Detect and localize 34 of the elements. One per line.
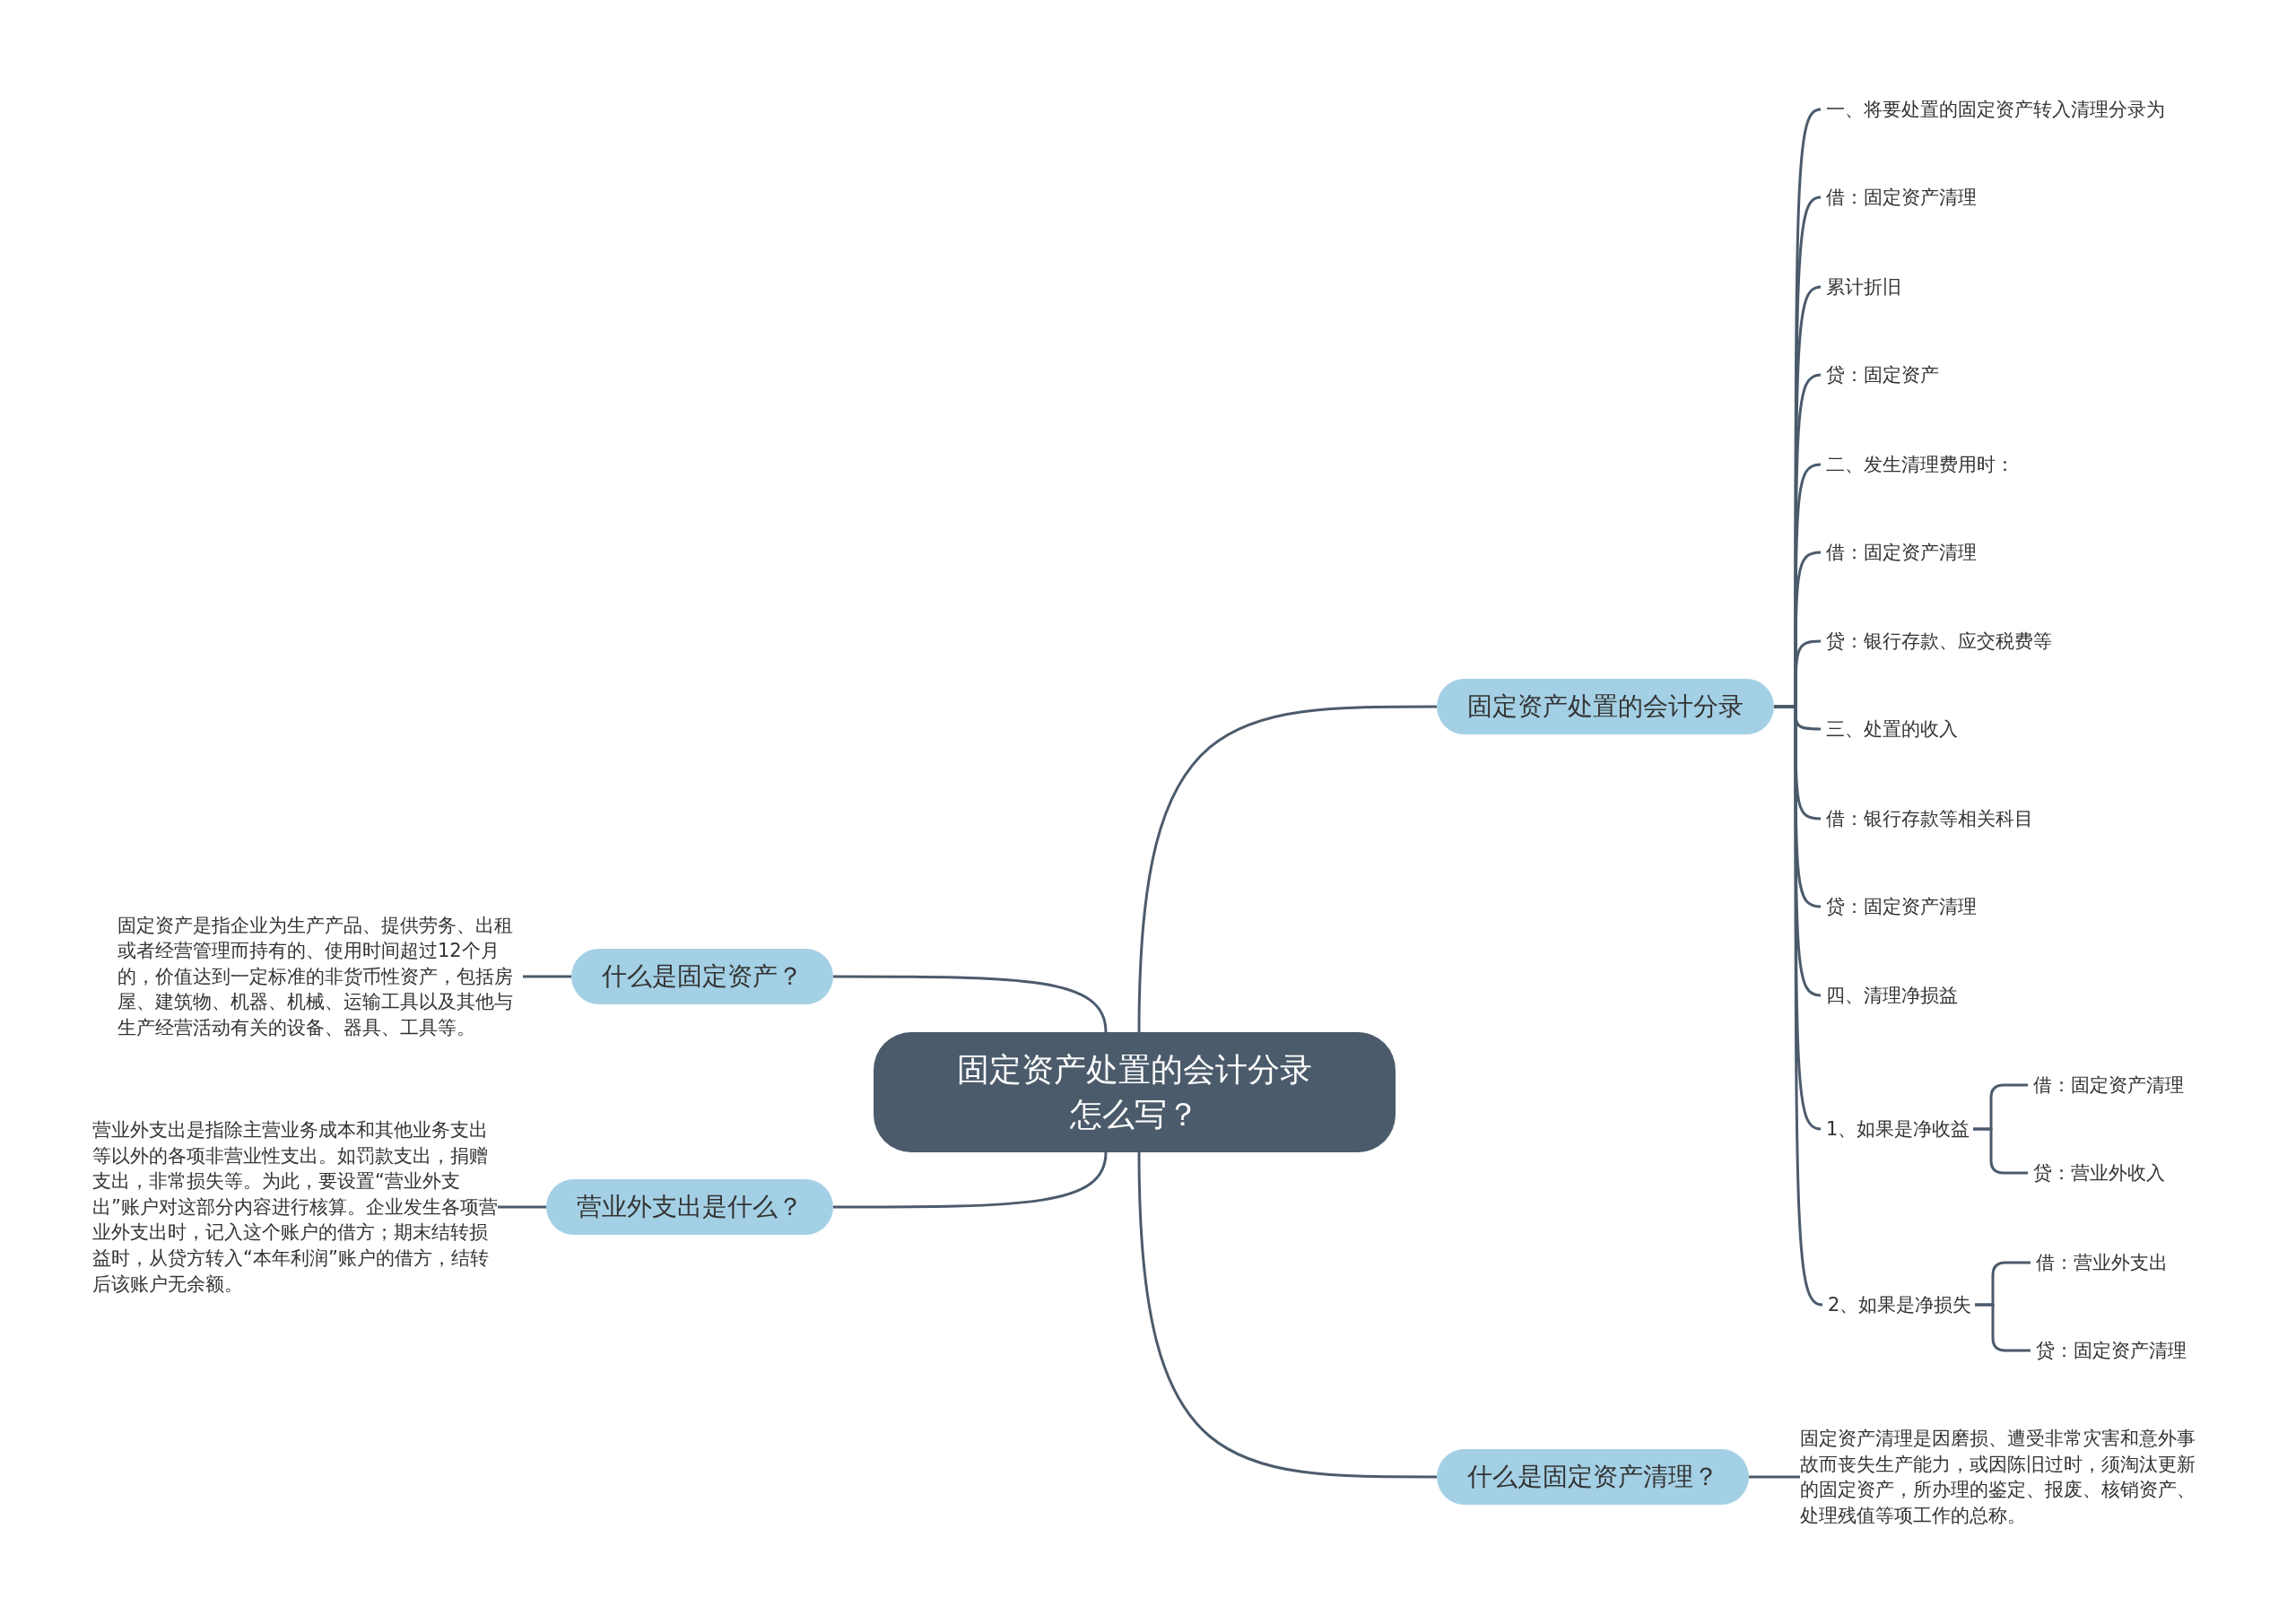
- branch-text: 借：银行存款等相关科目: [1826, 806, 2033, 831]
- branch-text: 二、发生清理费用时：: [1826, 452, 2014, 477]
- central-topic-box: 固定资产处置的会计分录怎么写？: [874, 1032, 1396, 1152]
- branch-text: 贷：固定资产清理: [1826, 894, 1977, 919]
- topic-box: 固定资产处置的会计分录: [1437, 679, 1774, 734]
- connector-line: [1137, 1151, 1437, 1479]
- connector-line: [833, 1151, 1108, 1209]
- topic-box: 什么是固定资产清理？: [1437, 1449, 1749, 1505]
- branch-text: 借：营业外支出: [2036, 1250, 2168, 1275]
- note-text: 固定资产是指企业为生产产品、提供劳务、出租或者经营管理而持有的、使用时间超过12个月的，价值达到一定标准的非货币性资产，包括房屋、建筑物、机器、机械、运输工具以及其他与生产经营活动有关的设备、器具、工具等。: [117, 912, 523, 1041]
- branch-text: 贷：固定资产清理: [2036, 1338, 2187, 1363]
- connector-line: [1137, 705, 1437, 1033]
- branch-text: 借：固定资产清理: [1826, 185, 1977, 210]
- branch-text: 贷：固定资产: [1826, 362, 1939, 387]
- branch-text: 2、如果是净损失: [1828, 1292, 1972, 1317]
- connector-line: [1975, 1303, 2031, 1352]
- branch-text: 三、处置的收入: [1826, 716, 1958, 742]
- connector-line: [1973, 1127, 2028, 1175]
- connector-line: [523, 975, 571, 978]
- branch-text: 1、如果是净收益: [1826, 1116, 1970, 1142]
- branch-text: 借：固定资产清理: [2033, 1073, 2184, 1098]
- branch-text: 一、将要处置的固定资产转入清理分录为: [1826, 97, 2165, 122]
- connector-line: [1749, 1475, 1800, 1479]
- topic-box: 营业外支出是什么？: [546, 1179, 833, 1235]
- branch-text: 四、清理净损益: [1826, 983, 1958, 1008]
- topic-box: 什么是固定资产？: [571, 949, 833, 1004]
- note-text: 营业外支出是指除主营业务成本和其他业务支出等以外的各项非营业性支出。如罚款支出，捐赠支出，非常损失等。为此，要设置“营业外支出”账户对这部分内容进行核算。企业发生各项营业外支出时，记入这个账户的借方；期末结转损益时，从贷方转入“本年利润”账户的借方，结转后该账户无余额。: [92, 1117, 498, 1298]
- branch-text: 借：固定资产清理: [1826, 540, 1977, 565]
- branch-text: 贷：营业外收入: [2033, 1160, 2165, 1185]
- note-text: 固定资产清理是因磨损、遭受非常灾害和意外事故而丧失生产能力，或因陈旧过时，须淘汰更新的固定资产，所办理的鉴定、报废、核销资产、处理残值等项工作的总称。: [1800, 1426, 2205, 1529]
- connector-line: [833, 975, 1108, 1033]
- connector-line: [498, 1205, 546, 1209]
- branch-text: 累计折旧: [1826, 274, 1901, 300]
- branch-text: 贷：银行存款、应交税费等: [1826, 629, 2052, 654]
